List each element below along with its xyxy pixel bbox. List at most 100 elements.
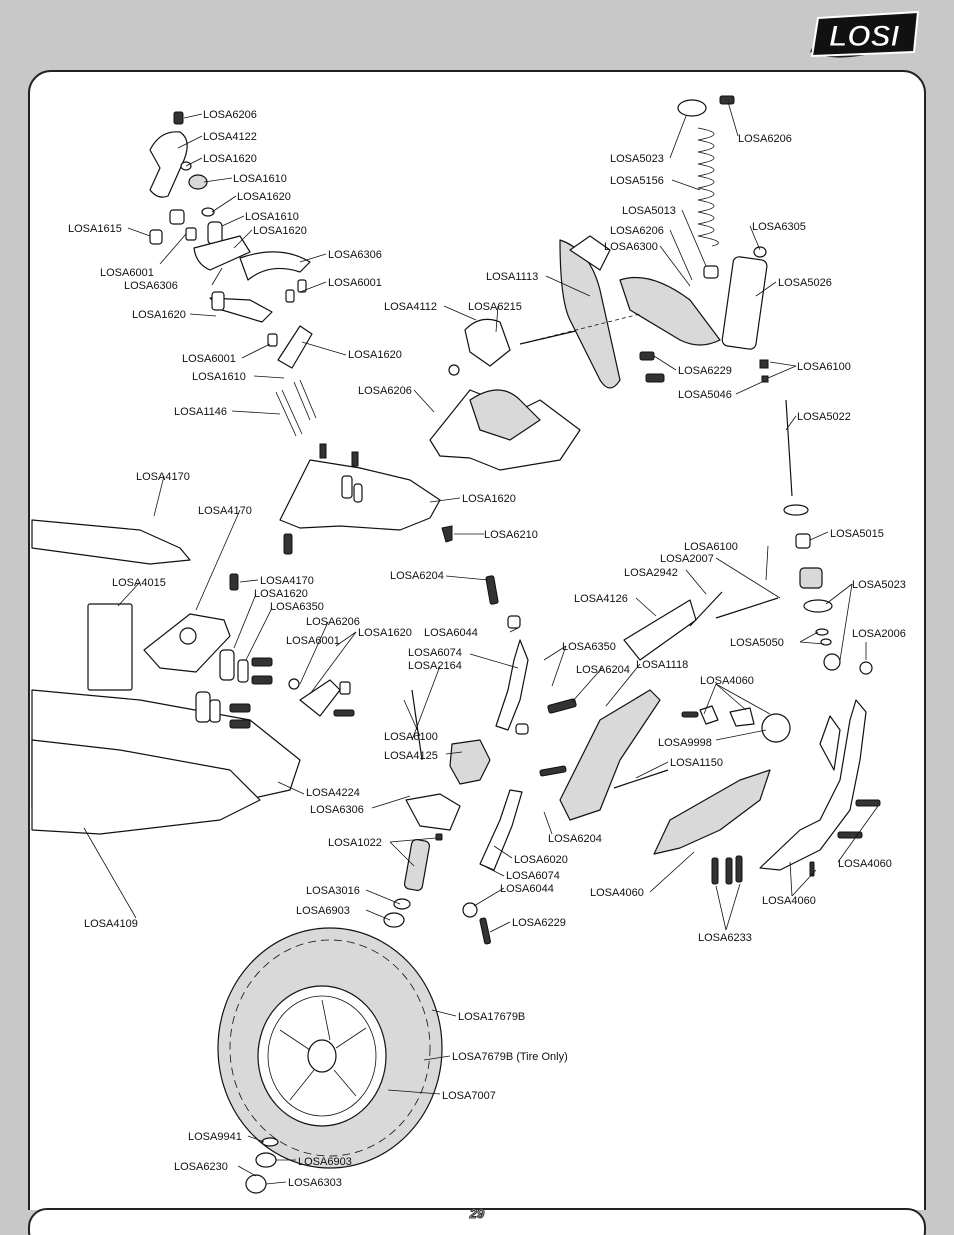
part-label: LOSA4170 (260, 575, 314, 587)
part-label: LOSA6206 (358, 385, 412, 397)
part-label: LOSA1113 (486, 271, 538, 283)
part-label: LOSA4060 (590, 887, 644, 899)
part-label: LOSA6306 (310, 804, 364, 816)
part-label: LOSA5015 (830, 528, 884, 540)
part-label: LOSA6204 (576, 664, 630, 676)
part-label: LOSA6074 (506, 870, 560, 882)
part-label: LOSA6350 (562, 641, 616, 653)
part-label: LOSA2007 (660, 553, 714, 565)
part-label: LOSA4112 (384, 301, 437, 313)
part-label: LOSA6206 (610, 225, 664, 237)
part-label: LOSA7679B (Tire Only) (452, 1051, 568, 1063)
part-label: LOSA1610 (245, 211, 299, 223)
part-label: LOSA4170 (136, 471, 190, 483)
losi-logo: LOSI (810, 10, 920, 58)
part-label: LOSA6215 (468, 301, 522, 313)
part-label: LOSA1620 (253, 225, 307, 237)
part-label: LOSA5050 (730, 637, 784, 649)
logo-plate (810, 10, 920, 58)
part-label: LOSA6306 (124, 280, 178, 292)
part-label: LOSA5013 (622, 205, 676, 217)
part-label: LOSA9941 (188, 1131, 242, 1143)
part-label: LOSA1610 (233, 173, 287, 185)
part-label: LOSA1620 (132, 309, 186, 321)
part-label: LOSA4060 (762, 895, 816, 907)
part-labels: LOSA6206 LOSA4122 LOSA1620 LOSA1610 LOSA… (68, 109, 906, 1189)
part-label: LOSA6206 (738, 133, 792, 145)
part-label: LOSA3016 (306, 885, 360, 897)
part-label: LOSA6044 (500, 883, 554, 895)
part-label: LOSA5026 (778, 277, 832, 289)
part-label: LOSA1620 (203, 153, 257, 165)
part-label: LOSA1620 (358, 627, 412, 639)
part-label: LOSA4060 (838, 858, 892, 870)
part-label: LOSA5046 (678, 389, 732, 401)
part-label: LOSA6100 (797, 361, 851, 373)
part-label: LOSA2942 (624, 567, 678, 579)
front-bulkhead (429, 235, 665, 471)
part-label: LOSA6204 (390, 570, 444, 582)
part-label: LOSA4109 (84, 918, 138, 930)
part-label: LOSA6074 (408, 647, 462, 659)
part-label: LOSA1610 (192, 371, 246, 383)
footer-bar (28, 1208, 926, 1235)
part-label: LOSA5023 (610, 153, 664, 165)
part-label: LOSA6306 (328, 249, 382, 261)
part-label: LOSA5156 (610, 175, 664, 187)
part-label: LOSA1620 (254, 588, 308, 600)
part-label: LOSA6001 (328, 277, 382, 289)
part-label: LOSA1146 (174, 406, 227, 418)
part-label: LOSA6303 (288, 1177, 342, 1189)
part-label: LOSA6020 (514, 854, 568, 866)
wheel-tire-assembly (217, 927, 443, 1194)
part-label: LOSA4015 (112, 577, 166, 589)
part-label: LOSA17679B (458, 1011, 525, 1023)
chassis-rails (31, 519, 301, 835)
part-label: LOSA6350 (270, 601, 324, 613)
front-skid-plate (279, 443, 453, 543)
part-label: LOSA6100 (384, 731, 438, 743)
part-label: LOSA6229 (512, 917, 566, 929)
part-label: LOSA4126 (574, 593, 628, 605)
part-label: LOSA5023 (852, 579, 906, 591)
part-label: LOSA9998 (658, 737, 712, 749)
part-label: LOSA1620 (462, 493, 516, 505)
steering-links (383, 575, 577, 945)
part-label: LOSA6210 (484, 529, 538, 541)
part-label: LOSA2164 (408, 660, 462, 672)
part-label: LOSA4122 (203, 131, 257, 143)
part-label: LOSA6001 (286, 635, 340, 647)
part-label: LOSA6001 (182, 353, 236, 365)
part-label: LOSA6229 (678, 365, 732, 377)
part-label: LOSA4125 (384, 750, 438, 762)
part-label: LOSA1615 (68, 223, 122, 235)
page-number: 29 (469, 1206, 485, 1222)
part-label: LOSA6300 (604, 241, 658, 253)
part-label: LOSA1150 (670, 757, 723, 769)
leader-lines (83, 101, 879, 1185)
logo-text: LOSI (829, 20, 900, 53)
part-label: LOSA6206 (306, 616, 360, 628)
part-label: LOSA6206 (203, 109, 257, 121)
shock-assembly (519, 95, 873, 675)
part-label: LOSA6044 (424, 627, 478, 639)
part-label: LOSA6204 (548, 833, 602, 845)
part-label: LOSA6230 (174, 1161, 228, 1173)
part-label: LOSA7007 (442, 1090, 496, 1102)
part-label: LOSA2006 (852, 628, 906, 640)
part-label: LOSA5022 (797, 411, 851, 423)
part-label: LOSA4170 (198, 505, 252, 517)
diagram-panel (28, 70, 926, 1210)
part-label: LOSA1620 (237, 191, 291, 203)
part-label: LOSA4060 (700, 675, 754, 687)
part-label: LOSA6903 (298, 1156, 352, 1168)
part-label: LOSA6305 (752, 221, 806, 233)
part-label: LOSA6100 (684, 541, 738, 553)
part-label: LOSA4224 (306, 787, 360, 799)
part-label: LOSA1620 (348, 349, 402, 361)
steering-linkage-parts (149, 111, 317, 437)
part-label: LOSA6001 (100, 267, 154, 279)
part-label: LOSA1022 (328, 837, 382, 849)
